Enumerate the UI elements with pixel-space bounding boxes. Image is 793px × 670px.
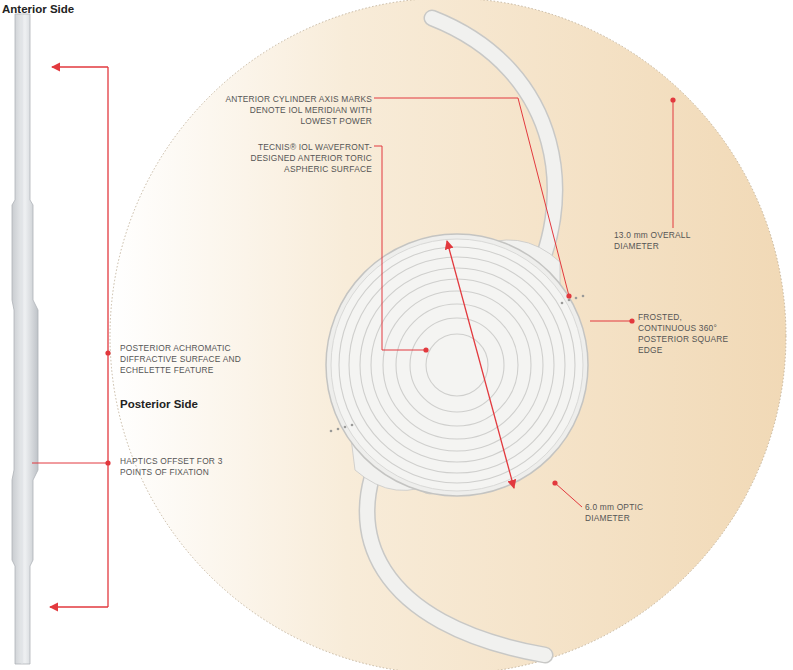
dimension-label: 6.0 mm OPTIC DIAMETER — [585, 502, 675, 524]
callout-label: FROSTED, CONTINUOUS 360° POSTERIOR SQUAR… — [638, 312, 730, 356]
overall-disc — [110, 0, 786, 670]
side-view — [12, 14, 38, 664]
leader-line — [32, 463, 108, 464]
thickness-bracket — [50, 67, 108, 607]
dimension-label: 13.0 mm OVERALL DIAMETER — [614, 230, 714, 252]
dimension-arrow — [447, 241, 514, 488]
side-heading: Posterior Side — [120, 398, 260, 410]
leader-dot — [105, 460, 110, 465]
leader-line — [374, 98, 673, 507]
axis-marks — [330, 295, 585, 433]
leader-dot — [105, 350, 110, 355]
leader-dot — [423, 97, 675, 485]
optic — [326, 234, 588, 496]
side-heading: Anterior Side — [2, 3, 142, 15]
callout-label: HAPTICS OFFSET FOR 3 POINTS OF FIXATION — [120, 456, 230, 478]
callout-label: ANTERIOR CYLINDER AXIS MARKS DENOTE IOL … — [222, 94, 372, 127]
callout-label: TECNIS® IOL WAVEFRONT-DESIGNED ANTERIOR … — [222, 142, 372, 175]
callout-label: POSTERIOR ACHROMATIC DIFFRACTIVE SURFACE… — [120, 343, 250, 376]
